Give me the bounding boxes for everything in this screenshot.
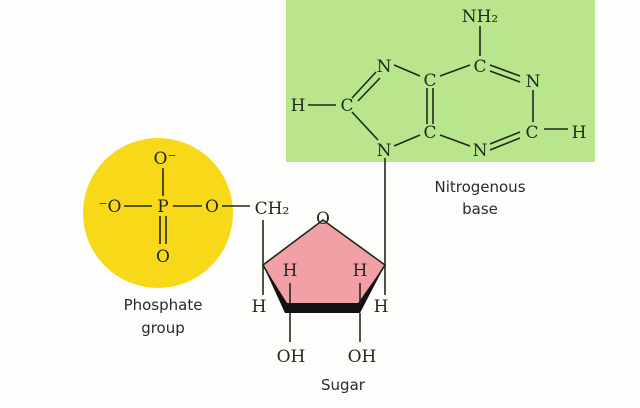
- atom-o-minus: O⁻: [154, 149, 177, 169]
- bonds: [124, 26, 568, 342]
- atom-o-ring: O: [316, 209, 330, 229]
- atom-o: O: [205, 197, 219, 217]
- nitrogenous-base-box: [286, 0, 595, 162]
- atom-n: N: [377, 141, 392, 161]
- atom-p: P: [157, 197, 168, 217]
- atom-c: C: [340, 96, 353, 116]
- atom-o: O: [156, 247, 170, 267]
- atom-h: H: [353, 261, 368, 281]
- atom-n: N: [473, 141, 488, 161]
- atom-c: C: [473, 57, 486, 77]
- atom-h: H: [283, 261, 298, 281]
- atom-h: H: [291, 96, 306, 116]
- atom-nh2: NH₂: [462, 7, 499, 27]
- atom-ch2: CH₂: [255, 199, 290, 219]
- base-label: Nitrogenous: [434, 178, 525, 196]
- atom-c: C: [423, 123, 436, 143]
- sugar-label: Sugar: [321, 376, 366, 394]
- atom-oh: OH: [348, 347, 377, 367]
- atom-c: C: [423, 71, 436, 91]
- atom-oh: OH: [277, 347, 306, 367]
- phosphate-label: Phosphate: [124, 296, 203, 314]
- atom-h: H: [252, 297, 267, 317]
- sugar-ring-front-edge: [263, 265, 385, 313]
- phosphate-label-2: group: [141, 319, 185, 337]
- atom-n: N: [377, 57, 392, 77]
- phosphate-circle: [83, 138, 233, 288]
- atom-h: H: [374, 297, 389, 317]
- base-label-2: base: [462, 200, 498, 218]
- atom-h: H: [572, 123, 587, 143]
- atom-c: C: [525, 123, 538, 143]
- atom-n: N: [526, 72, 541, 92]
- atom-o-minus: ⁻O: [99, 197, 122, 217]
